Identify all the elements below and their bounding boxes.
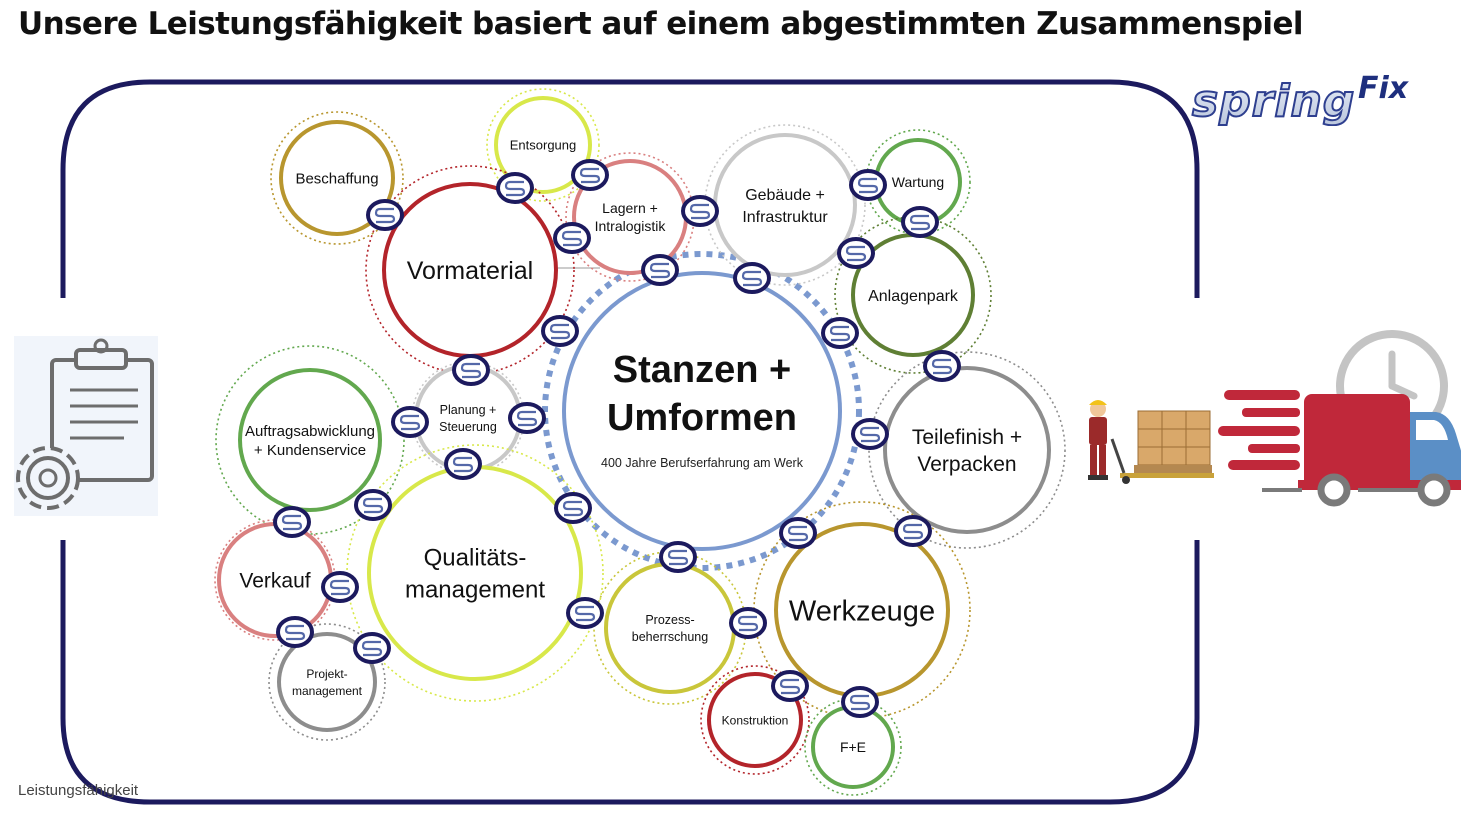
connector-icon	[849, 169, 887, 201]
connector-icon	[276, 616, 314, 648]
connector-icon	[901, 206, 939, 238]
logo-spring: spring	[1192, 76, 1355, 126]
node-label: Konstruktion	[722, 713, 789, 727]
connector-icon	[681, 195, 719, 227]
connector-icon	[321, 571, 359, 603]
node-label: Projekt-	[306, 667, 347, 681]
node-label: Qualitäts-	[424, 545, 527, 572]
node-entsorgung: Entsorgung	[486, 88, 600, 202]
connector-icon	[554, 492, 592, 524]
center-title-line2: Umformen	[607, 397, 797, 439]
connector-icon	[391, 406, 429, 438]
node-label: beherrschung	[632, 630, 708, 644]
node-prozess: Prozess-beherrschung	[593, 551, 747, 705]
node-halo	[215, 345, 405, 535]
node-halo	[486, 88, 600, 202]
node-label: Auftragsabwicklung	[245, 423, 375, 440]
node-label: Lagern +	[602, 200, 658, 216]
connector-icon	[541, 315, 579, 347]
node-circle	[279, 120, 395, 236]
node-label: Teilefinish +	[912, 426, 1022, 449]
node-label: Entsorgung	[510, 138, 577, 153]
node-label: Planung +	[440, 403, 497, 417]
connector-icon	[779, 517, 817, 549]
node-werkzeuge: Werkzeuge	[753, 501, 971, 719]
connector-icon	[353, 632, 391, 664]
center-hub: Stanzen + Umformen 400 Jahre Berufserfah…	[542, 251, 862, 571]
node-vormaterial: Vormaterial	[365, 165, 575, 375]
node-lagern: Lagern + Intralogistik	[565, 152, 695, 282]
node-projekt: Projekt-management	[268, 623, 386, 741]
pallet-jack-worker-icon	[1076, 395, 1214, 487]
node-halo	[270, 111, 404, 245]
node-label: Vormaterial	[407, 257, 533, 285]
center-title-line1: Stanzen +	[613, 349, 791, 391]
connector-icon	[496, 172, 534, 204]
connector-icon	[851, 418, 889, 450]
node-label: Verkauf	[239, 570, 310, 593]
node-label: F+E	[840, 739, 866, 755]
connector-icon	[659, 541, 697, 573]
logo-fix: Fix	[1358, 72, 1410, 106]
connector-icon	[553, 222, 591, 254]
page-title: Unsere Leistungsfähigkeit basiert auf ei…	[18, 6, 1304, 42]
node-teilefinish: Teilefinish + Verpacken	[868, 351, 1066, 549]
node-label: Steuerung	[439, 420, 497, 434]
node-circle	[277, 632, 377, 732]
node-halo	[365, 165, 575, 375]
connector-icon	[273, 506, 311, 538]
connector-icon	[771, 670, 809, 702]
connector-icon	[841, 686, 879, 718]
node-label: Verpacken	[917, 453, 1016, 476]
connector-icon	[366, 199, 404, 231]
node-circle	[367, 465, 583, 681]
center-subtitle: 400 Jahre Berufserfahrung am Werk	[601, 456, 804, 470]
node-label: Wartung	[892, 174, 944, 190]
connector-icon	[641, 254, 679, 286]
connector-icon	[354, 489, 392, 521]
connector-icon	[837, 237, 875, 269]
node-label: Intralogistik	[595, 218, 667, 234]
node-auftrag: Auftragsabwicklung + Kundenservice	[215, 345, 405, 535]
connector-icon	[894, 515, 932, 547]
node-label: Infrastruktur	[742, 209, 828, 226]
connector-icon	[729, 607, 767, 639]
node-halo	[868, 351, 1066, 549]
node-circle	[883, 366, 1051, 534]
node-halo	[700, 665, 810, 775]
node-qualitaet: Qualitäts-management	[346, 444, 604, 702]
node-halo	[268, 623, 386, 741]
connector-icon	[452, 354, 490, 386]
fast-delivery-truck-icon	[1218, 330, 1461, 507]
connector-icon	[566, 597, 604, 629]
node-beschaffung: Beschaffung	[270, 111, 404, 245]
node-label: Anlagenpark	[868, 288, 959, 305]
footer-label: Leistungsfähigkeit	[18, 782, 139, 799]
node-label: Beschaffung	[295, 170, 378, 187]
connector-icon	[508, 402, 546, 434]
node-circle	[494, 96, 592, 194]
node-verkauf: Verkauf	[214, 519, 336, 641]
node-label: management	[292, 684, 363, 698]
connector-icon	[821, 317, 859, 349]
node-label: + Kundenservice	[254, 442, 366, 459]
node-label: management	[405, 577, 545, 604]
connector-icon	[571, 159, 609, 191]
outer-frame	[60, 79, 1200, 805]
node-label: Prozess-	[645, 613, 694, 627]
node-gebaeude: Gebäude + Infrastruktur	[704, 124, 866, 286]
node-label: Gebäude +	[745, 187, 825, 204]
springfix-logo: spring Fix	[1191, 72, 1410, 126]
connector-icon	[733, 262, 771, 294]
connector-icon	[444, 448, 482, 480]
connector-badges	[273, 159, 961, 718]
node-circle	[713, 133, 857, 277]
node-circle	[238, 368, 382, 512]
node-label: Werkzeuge	[789, 595, 935, 627]
node-halo	[753, 501, 971, 719]
node-circle	[604, 562, 736, 694]
connector-icon	[923, 350, 961, 382]
clipboard-gear-icon	[14, 336, 158, 516]
